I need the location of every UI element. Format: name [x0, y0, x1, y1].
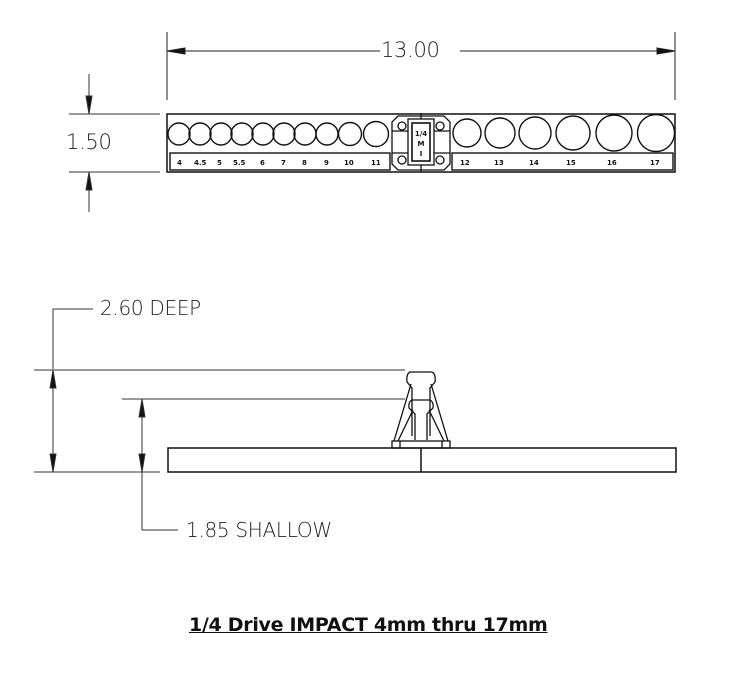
- size-label: 5.5: [233, 159, 246, 167]
- size-label: 13: [494, 159, 504, 167]
- drive-mount: [391, 113, 451, 172]
- size-label: 5: [217, 159, 222, 167]
- size-label: 11: [371, 159, 381, 167]
- size-label: 15: [566, 159, 576, 167]
- right-socket-holes: [452, 113, 676, 153]
- size-label: 10: [344, 159, 354, 167]
- left-socket-holes: [167, 120, 390, 148]
- size-label: 7: [281, 159, 286, 167]
- height-dimension-label: 1.50: [66, 130, 112, 154]
- size-label: 4: [177, 159, 182, 167]
- right-size-labels: 12 13 14 15 16 17: [460, 159, 660, 167]
- drawing-title: 1/4 Drive IMPACT 4mm thru 17mm: [189, 614, 548, 636]
- badge-line1: 1/4: [415, 130, 427, 138]
- size-label: 4.5: [194, 159, 207, 167]
- shallow-dimension-lines: [122, 398, 405, 531]
- drive-stand-side: [391, 371, 451, 449]
- drive-badge-text: 1/4 M I: [415, 130, 427, 158]
- size-label: 9: [324, 159, 329, 167]
- shallow-dimension-label: 1.85 SHALLOW: [186, 518, 332, 542]
- width-dimension-label: 13.00: [381, 38, 440, 62]
- size-label: 6: [260, 159, 265, 167]
- deep-dimension-lines: [34, 308, 405, 473]
- size-label: 12: [460, 159, 470, 167]
- badge-line2: M: [418, 140, 425, 148]
- deep-dimension-label: 2.60 DEEP: [100, 296, 201, 320]
- size-label: 14: [529, 159, 539, 167]
- height-dimension-lines: [69, 74, 160, 212]
- size-label: 8: [302, 159, 307, 167]
- size-label: 16: [607, 159, 617, 167]
- width-dimension-lines: [166, 32, 676, 100]
- size-label: 17: [650, 159, 660, 167]
- badge-line3: I: [420, 150, 423, 158]
- rail-side-view: [167, 447, 677, 473]
- left-size-labels: 4 4.5 5 5.5 6 7 8 9 10 11: [177, 159, 381, 167]
